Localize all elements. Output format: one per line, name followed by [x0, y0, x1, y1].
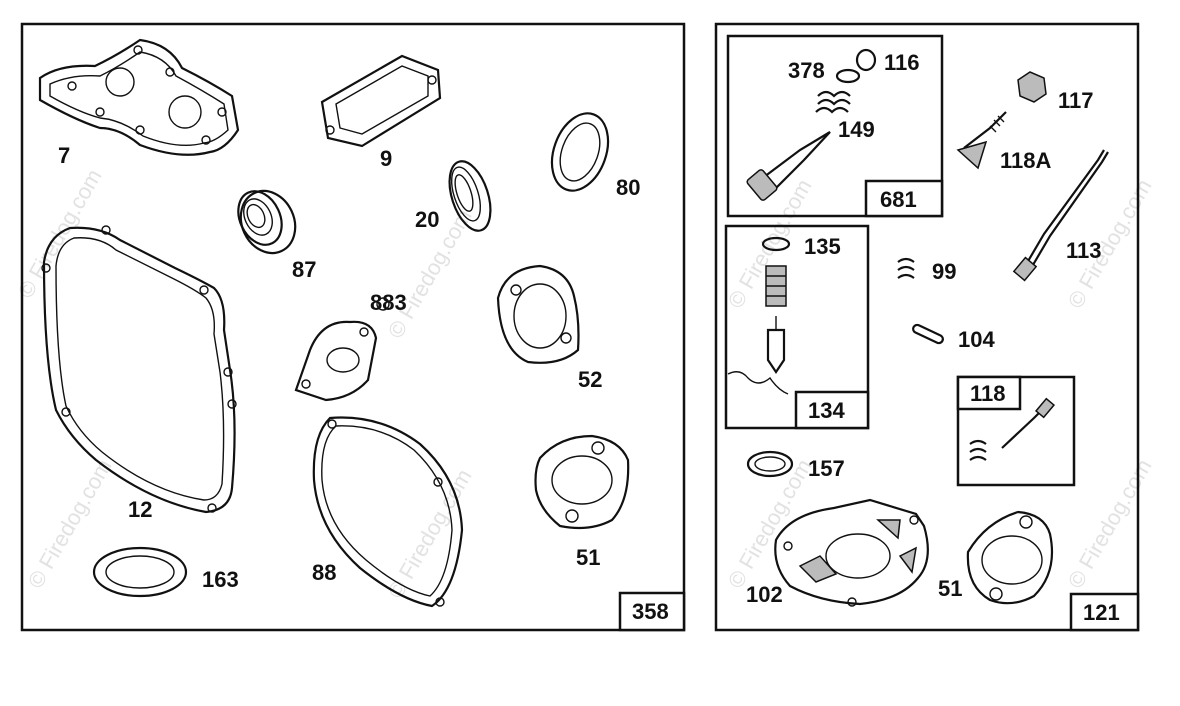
- right-panel: 681 378 116 149 134 135: [714, 22, 1140, 632]
- watermark-text: © Firedog.com: [1063, 455, 1157, 593]
- part-label-163: 163: [202, 567, 239, 592]
- oil-seal-20: [448, 160, 492, 232]
- part-label-118A: 118A: [1000, 148, 1051, 173]
- kit-number-label: 358: [632, 599, 669, 624]
- cover-gasket-88: [312, 416, 464, 608]
- part-label-7: 7: [58, 143, 70, 168]
- float-edge: [727, 371, 789, 395]
- left-panel-frame: [20, 22, 686, 632]
- idle-screw: [1001, 397, 1056, 449]
- part-label-99: 99: [932, 259, 956, 284]
- part-label-378: 378: [788, 58, 825, 83]
- part-label-9: 9: [380, 146, 392, 171]
- screw-118A: [956, 111, 1007, 170]
- part-label-883: 883: [370, 290, 407, 315]
- part-label-51: 51: [576, 545, 600, 570]
- part-label-52: 52: [578, 367, 602, 392]
- nut-117: [1017, 71, 1047, 103]
- kit-number-label-121: 121: [1083, 600, 1120, 625]
- part-label-102: 102: [746, 582, 783, 607]
- kit-box-121: 121: [1069, 592, 1140, 632]
- gasket-51: [534, 434, 630, 530]
- part-label-149: 149: [838, 117, 875, 142]
- shaft-113: [1012, 149, 1109, 282]
- part-label-157: 157: [808, 456, 845, 481]
- washer-80: [550, 112, 610, 192]
- part-label-88: 88: [312, 560, 336, 585]
- kit-118-number: 118: [970, 381, 1006, 406]
- pin-104: [912, 323, 944, 345]
- idle-spring: [969, 439, 987, 461]
- crankcase-gasket: [41, 225, 237, 514]
- part-label-117: 117: [1058, 88, 1094, 113]
- part-label-104: 104: [958, 327, 995, 352]
- right-panel-frame: [714, 22, 1140, 632]
- ring-163: [92, 546, 188, 598]
- watermark-text: © Firedog.com: [23, 455, 117, 593]
- part-label-12: 12: [128, 497, 152, 522]
- part-label-80: 80: [616, 175, 640, 200]
- kit-box-358: 358: [618, 591, 686, 632]
- part-label-87: 87: [292, 257, 316, 282]
- part-label-116: 116: [884, 50, 920, 75]
- inlet-needle: [766, 316, 786, 374]
- washer-116: [855, 48, 877, 72]
- part-label-135: 135: [804, 234, 841, 259]
- small-washer-883: [376, 297, 390, 311]
- mixture-screw: [746, 131, 831, 201]
- gasket-51-right: [966, 510, 1054, 605]
- gasket-52: [496, 264, 580, 364]
- breather-gasket: [320, 54, 442, 148]
- kit-681: 681 378 116 149: [726, 34, 944, 218]
- kit-118: 118: [956, 375, 1076, 487]
- washer-135: [761, 236, 791, 252]
- spring-149: [815, 90, 851, 114]
- kit-134-number: 134: [808, 398, 845, 423]
- kit-681-number: 681: [880, 187, 917, 212]
- inlet-seat: [765, 265, 787, 307]
- ring-157: [746, 450, 794, 478]
- plate-102: [774, 498, 929, 607]
- oil-seal-87: [237, 189, 297, 255]
- left-panel: 358 7 9 80: [20, 22, 686, 632]
- part-label-113: 113: [1066, 238, 1102, 263]
- mounting-gasket: [294, 320, 378, 402]
- part-label-51-right: 51: [938, 576, 962, 601]
- cylinder-head-gasket: [38, 38, 240, 156]
- spring-99: [897, 257, 915, 279]
- washer-378: [835, 68, 861, 84]
- part-label-20: 20: [415, 207, 439, 232]
- kit-134: 134 135: [724, 224, 870, 430]
